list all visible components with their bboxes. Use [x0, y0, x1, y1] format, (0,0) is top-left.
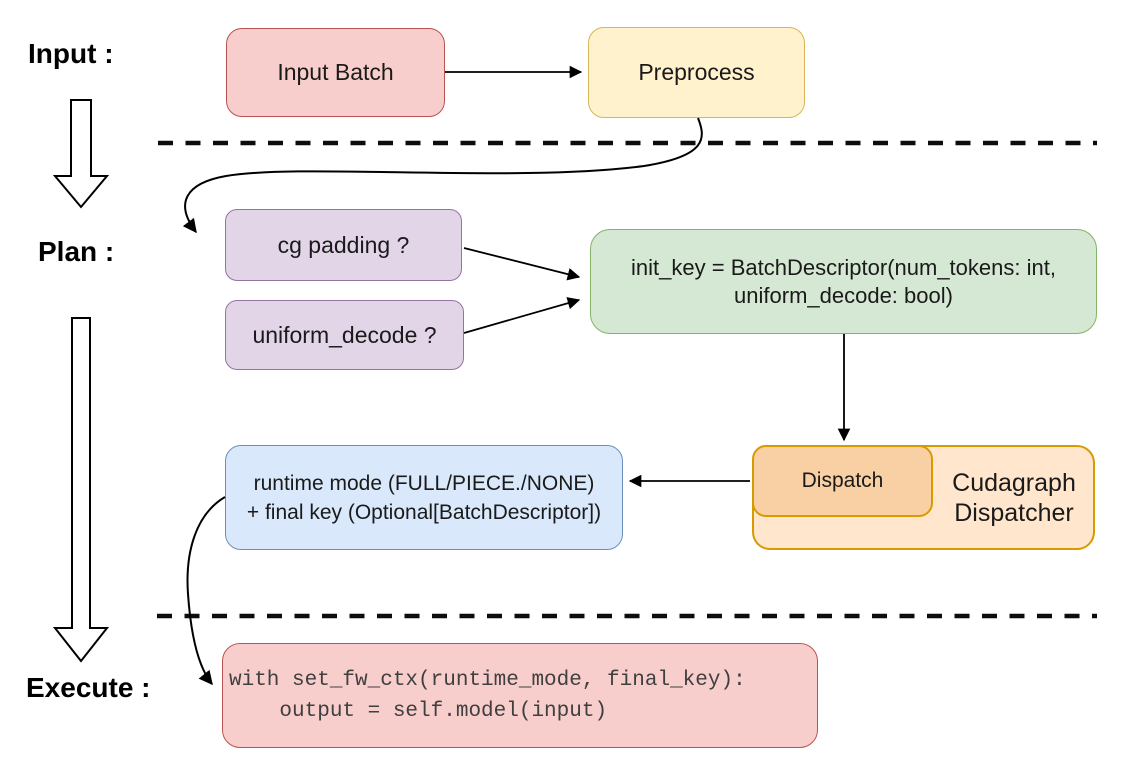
node-uniform-decode-label: uniform_decode ? [252, 321, 437, 348]
arrow-runtimemode-to-executecode [186, 496, 226, 686]
node-init-key-line2: uniform_decode: bool) [734, 282, 953, 308]
node-runtime-mode: runtime mode (FULL/PIECE./NONE) + final … [225, 445, 623, 550]
node-execute-code: with set_fw_ctx(runtime_mode, final_key)… [222, 643, 818, 748]
node-dispatch-label: Dispatch [801, 468, 884, 492]
node-runtime-mode-line2: + final key (Optional[BatchDescriptor]) [246, 500, 602, 524]
arrow-cgpadding-to-initkey [463, 247, 581, 281]
cudagraph-line1: Cudagraph [952, 468, 1076, 497]
input-section-label: Input : [28, 38, 114, 69]
node-runtime-mode-line1: runtime mode (FULL/PIECE./NONE) [253, 471, 595, 495]
node-cg-padding-label: cg padding ? [277, 231, 410, 258]
input-down-arrow-icon [52, 99, 110, 209]
execute-section-label: Execute : [26, 672, 151, 703]
node-cg-padding: cg padding ? [225, 209, 462, 281]
node-preprocess: Preprocess [588, 27, 805, 118]
plan-down-arrow-icon [52, 317, 110, 663]
execute-code-line1: with set_fw_ctx(runtime_mode, final_key)… [229, 668, 746, 692]
node-input-batch: Input Batch [226, 28, 445, 117]
node-cudagraph-dispatcher-label: Cudagraph Dispatcher [933, 445, 1095, 550]
execute-code-line2: output = self.model(input) [229, 699, 608, 723]
node-input-batch-label: Input Batch [277, 59, 394, 86]
node-uniform-decode: uniform_decode ? [225, 300, 464, 370]
node-init-key-line1: init_key = BatchDescriptor(num_tokens: i… [631, 254, 1056, 280]
node-preprocess-label: Preprocess [638, 59, 755, 86]
node-init-key: init_key = BatchDescriptor(num_tokens: i… [590, 229, 1097, 334]
arrow-uniformdecode-to-initkey [463, 297, 581, 334]
plan-section-label: Plan : [38, 236, 115, 267]
node-dispatch: Dispatch [752, 445, 933, 517]
cudagraph-line2: Dispatcher [954, 498, 1074, 527]
